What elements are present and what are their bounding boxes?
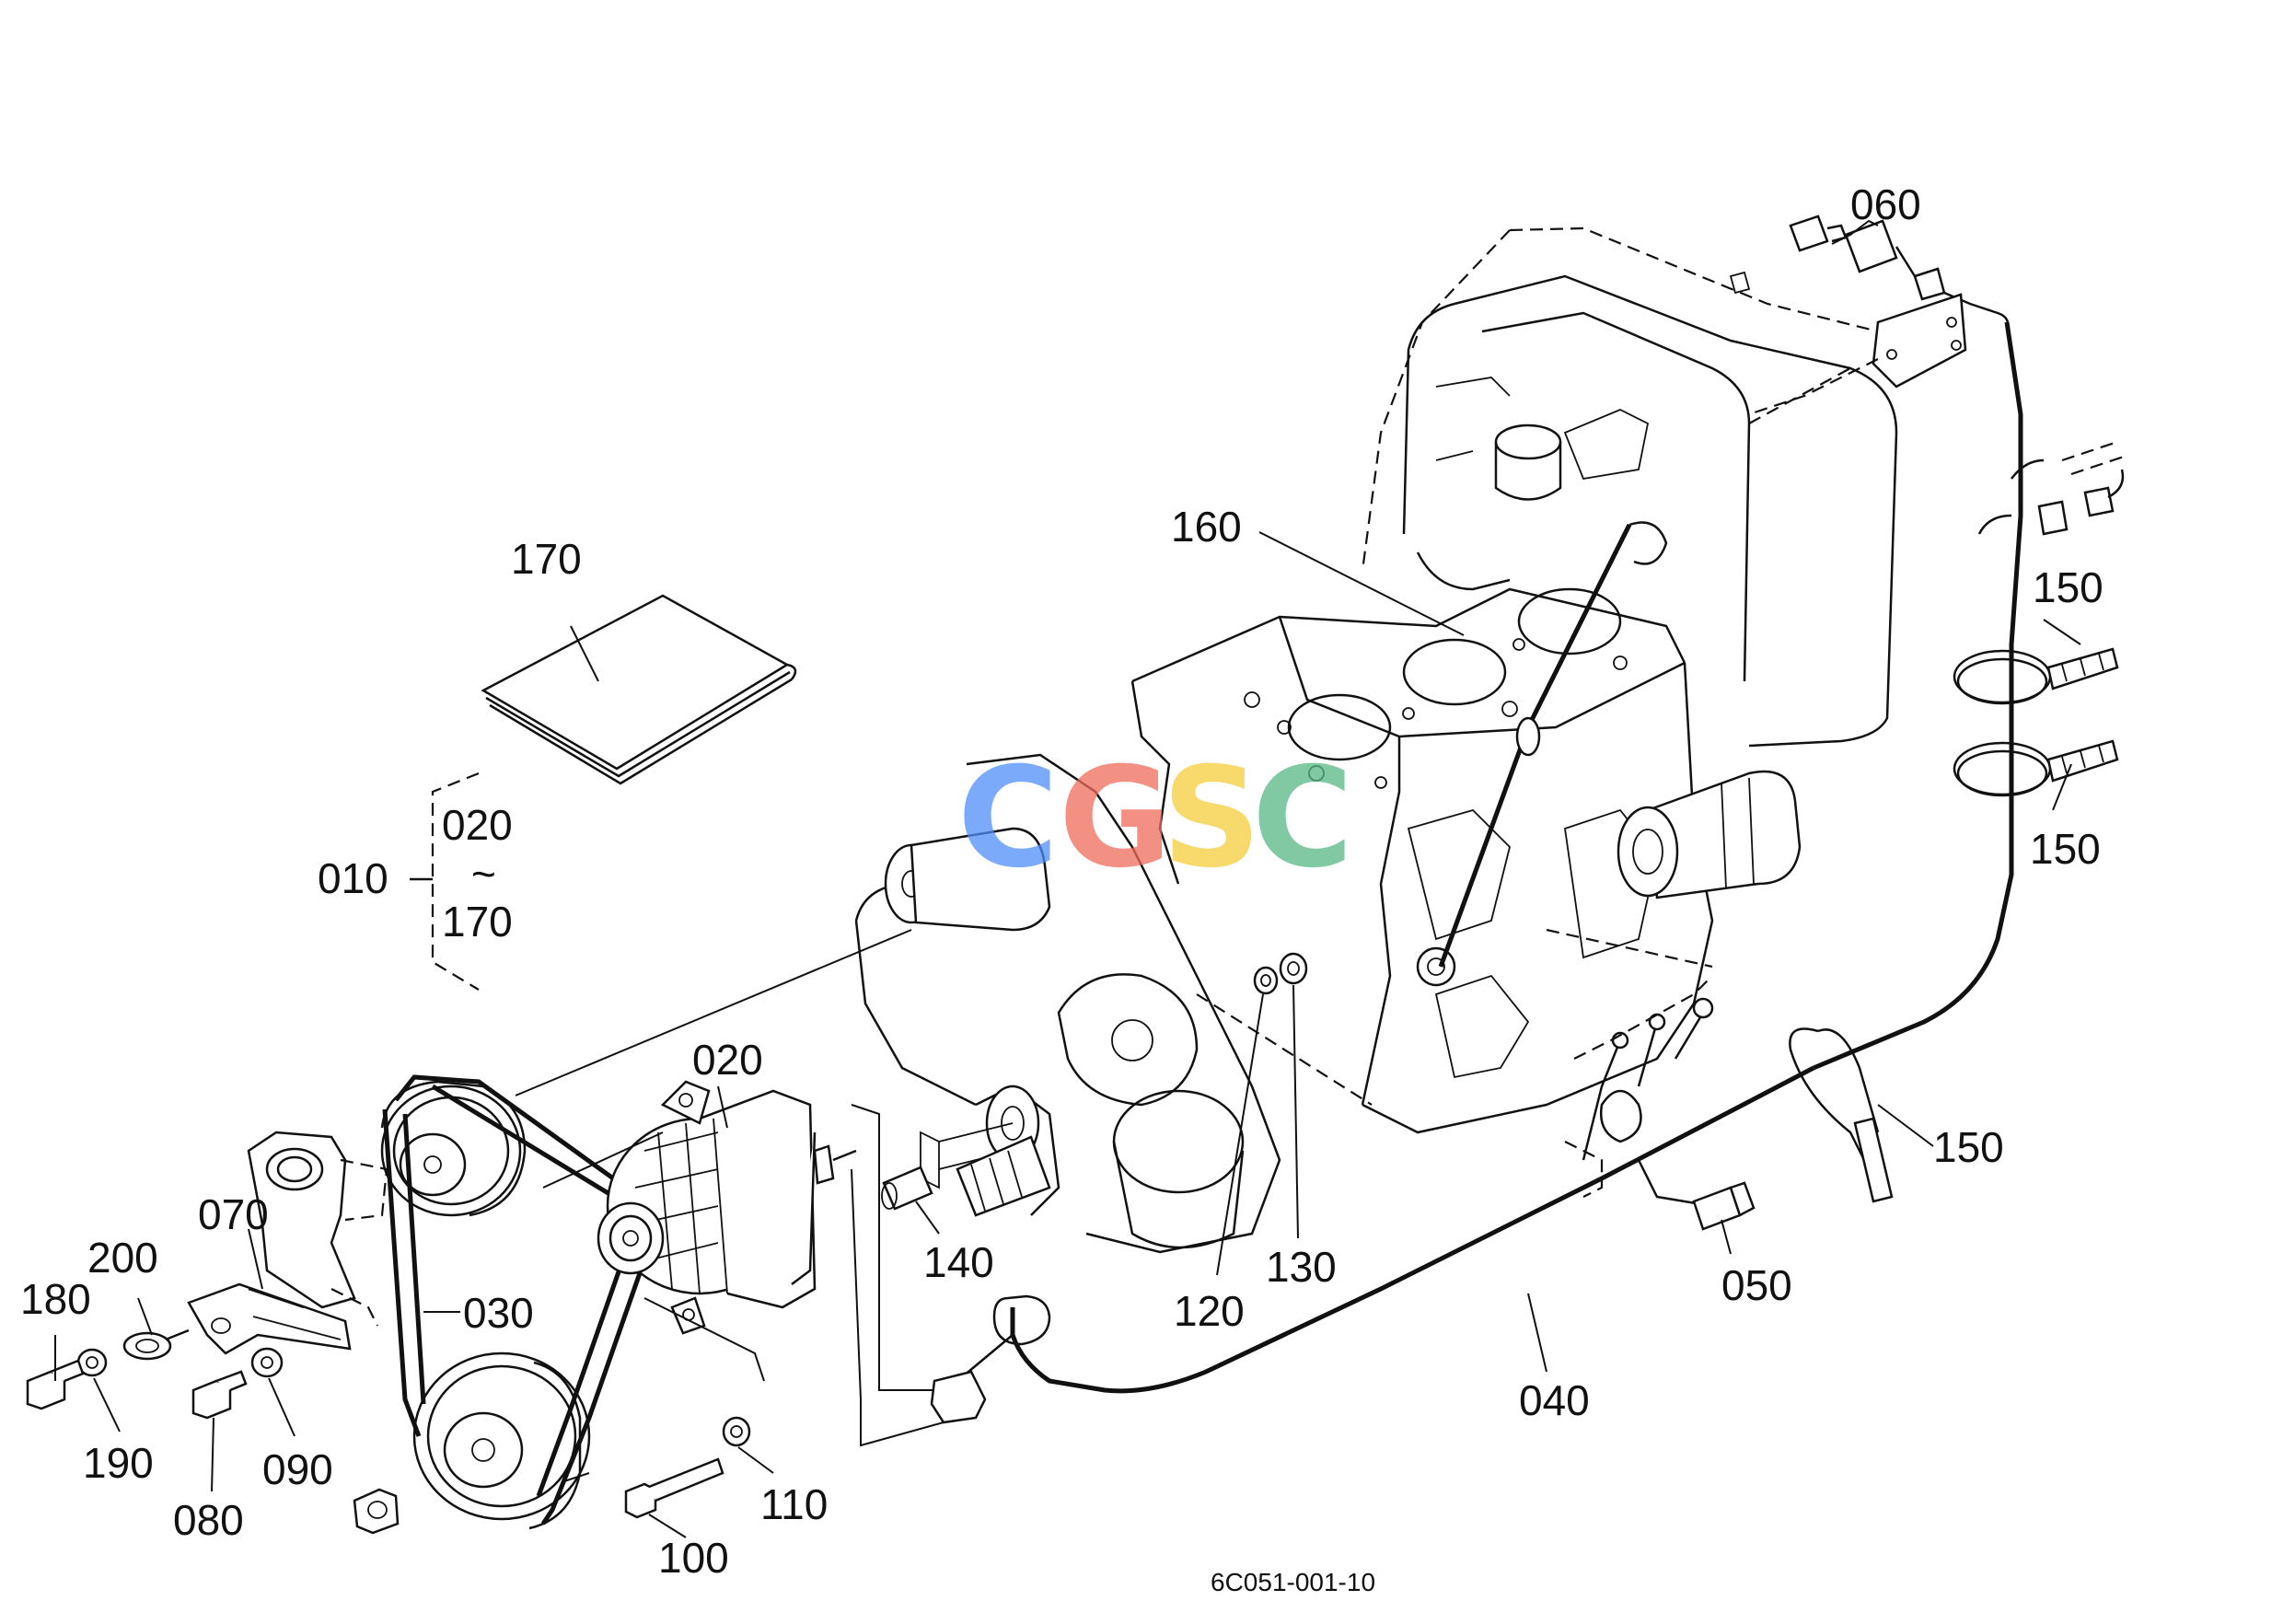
watermark-letter-2: G [1059, 738, 1172, 899]
label-130: 130 [1266, 1243, 1337, 1291]
cable-ties [1789, 647, 2119, 1203]
label-070: 070 [198, 1190, 269, 1238]
alternator [597, 1080, 857, 1335]
leader-lines [54, 219, 2081, 1538]
label-150-a: 150 [2033, 563, 2103, 611]
fan-belt-pulleys [380, 1074, 656, 1530]
watermark: C G S C [957, 738, 1353, 899]
watermark-letter-3: S [1162, 738, 1261, 899]
part-labels: 060 160 170 150 150 150 010 020 ~ 170 02… [20, 180, 2103, 1582]
dipstick [1438, 521, 1668, 968]
starter-motor [1617, 770, 1802, 899]
label-010: 010 [318, 854, 388, 902]
gear-case [854, 753, 1281, 1254]
label-150-b: 150 [2030, 825, 2101, 873]
label-200: 200 [87, 1234, 158, 1282]
wire-harness [851, 321, 2045, 1447]
connector-050 [1692, 1181, 1756, 1231]
connector-side [2037, 440, 2127, 536]
label-020-range: 020 [442, 801, 513, 849]
kit-bracket [410, 771, 480, 991]
label-020: 020 [692, 1036, 763, 1084]
sensor-060 [1748, 215, 2010, 416]
hardware-pieces [26, 952, 1308, 1535]
label-160: 160 [1171, 503, 1242, 551]
mount-bracket [187, 1131, 388, 1355]
label-190: 190 [83, 1439, 154, 1487]
label-040: 040 [1519, 1376, 1590, 1424]
label-110: 110 [760, 1480, 828, 1528]
label-140: 140 [923, 1238, 994, 1286]
label-180: 180 [20, 1275, 91, 1323]
label-060: 060 [1850, 180, 1921, 228]
label-170-top: 170 [511, 535, 582, 583]
label-030: 030 [463, 1289, 534, 1337]
manual-booklet [481, 594, 797, 785]
watermark-letter-1: C [957, 738, 1059, 899]
label-150-c: 150 [1933, 1123, 2004, 1171]
reference-code: 6C051-001-10 [1211, 1568, 1375, 1596]
label-tilde: ~ [471, 850, 496, 898]
label-170-range: 170 [442, 898, 513, 945]
engine-hood [1361, 226, 1898, 748]
watermark-letter-4: C [1252, 738, 1353, 899]
label-080: 080 [173, 1496, 244, 1544]
label-050: 050 [1721, 1261, 1792, 1309]
label-120: 120 [1174, 1287, 1245, 1335]
label-090: 090 [262, 1445, 333, 1493]
label-100: 100 [658, 1534, 729, 1582]
